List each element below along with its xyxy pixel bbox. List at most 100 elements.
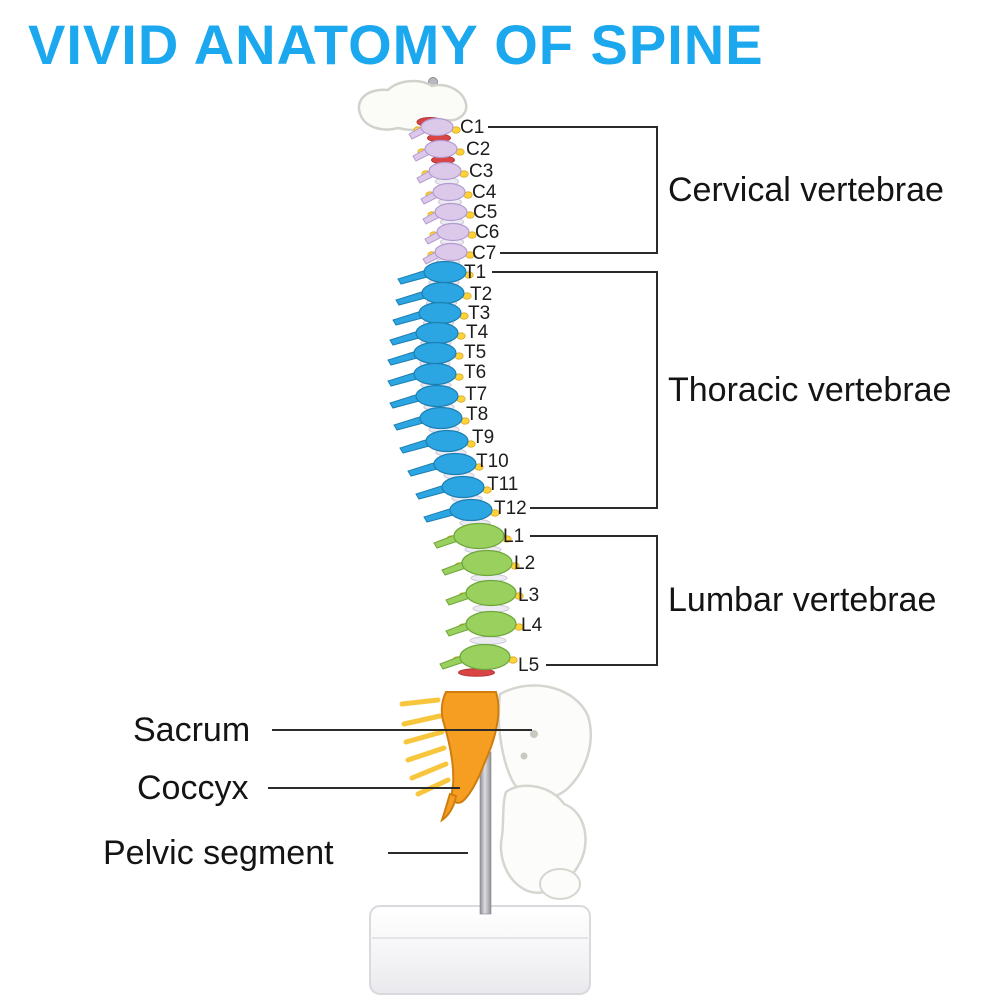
femur-head (499, 784, 587, 894)
vertebra-body (449, 498, 493, 522)
atlas-disc (416, 117, 444, 127)
spinous-process (412, 145, 433, 162)
vertebra-label-c4: C4 (472, 182, 497, 203)
spinous-process (441, 559, 470, 576)
spinous-process (423, 506, 458, 523)
nerve-root (413, 126, 423, 134)
vertebra-body (418, 301, 462, 325)
disc-red (427, 133, 451, 143)
display-base (369, 905, 591, 995)
vertebra-body (434, 202, 468, 222)
vertebra-label-l2: L2 (514, 553, 536, 574)
nerve-root (442, 509, 452, 517)
nerve-root (416, 271, 426, 279)
disc (440, 217, 464, 227)
spinous-process (387, 370, 422, 387)
nerve-root (454, 562, 464, 570)
nerve-root (454, 373, 464, 381)
spinous-process (389, 392, 424, 409)
spinous-process (422, 248, 443, 265)
disc (425, 298, 458, 308)
mount-screw-head (428, 77, 438, 87)
nerve-root (451, 126, 461, 134)
sacral-nerve-fringe (405, 745, 447, 763)
vertebra-label-c3: C3 (469, 161, 494, 182)
disc-red (458, 668, 495, 677)
nerve-root (459, 170, 469, 178)
occipital-bone (357, 79, 468, 132)
nerve-root (408, 395, 418, 403)
vertebra-label-t1: T1 (464, 262, 487, 283)
disc (459, 518, 491, 528)
disc (435, 177, 459, 186)
nerve-root (425, 191, 435, 199)
spinous-process (416, 167, 437, 184)
vertebra-body (424, 139, 458, 159)
sacrum-bone (440, 691, 500, 804)
spinous-process (395, 289, 430, 306)
nerve-root (452, 656, 462, 664)
vertebra-body (453, 522, 505, 550)
vertebra-body (413, 341, 457, 365)
nerve-root (417, 148, 427, 156)
thoracic-section-label: Thoracic vertebrae (668, 371, 952, 409)
spinous-process (439, 653, 468, 670)
sacrum-label: Sacrum (133, 711, 251, 749)
nerve-root (412, 417, 422, 425)
spinous-process (399, 437, 434, 454)
vertebra-body (436, 222, 470, 242)
vertebra-label-l4: L4 (521, 615, 543, 636)
vertebra-body (465, 610, 517, 638)
disc (470, 573, 508, 583)
disc-red (431, 155, 455, 165)
nerve-root (421, 170, 431, 178)
vertebra-label-t7: T7 (465, 384, 488, 405)
disc (428, 278, 460, 287)
spinous-process (445, 589, 474, 606)
nerve-root (458, 623, 468, 631)
vertebra-body (441, 475, 485, 499)
nerve-root (459, 312, 469, 320)
vertebra-body (421, 281, 465, 305)
spinous-process (424, 228, 445, 245)
vertebra-label-t8: T8 (466, 404, 489, 425)
vertebra-body (415, 321, 459, 345)
nerve-root (427, 251, 437, 259)
disc (428, 425, 460, 434)
disc (438, 197, 462, 207)
nerve-root (418, 440, 428, 448)
vertebra-body (420, 117, 454, 137)
vertebra-label-c2: C2 (466, 139, 491, 160)
pelvic-segment-bones (497, 684, 592, 900)
nerve-root (411, 312, 421, 320)
coccyx-label: Coccyx (137, 769, 249, 807)
lumbar-bracket (530, 535, 658, 666)
sacral-nerve-fringe (399, 697, 441, 707)
vertebra-label-t2: T2 (470, 284, 493, 305)
vertebra-body (434, 242, 468, 262)
spinous-process (408, 123, 429, 140)
cervical-section-label: Cervical vertebrae (668, 171, 944, 209)
iliac-bone (497, 684, 592, 800)
vertebra-body (461, 549, 513, 577)
sacral-nerve-fringe (403, 729, 445, 745)
vertebra-body (425, 429, 469, 453)
nerve-root (406, 352, 416, 360)
disc (420, 338, 452, 348)
vertebra-body (433, 452, 477, 476)
thoracic-bracket (492, 271, 658, 509)
disc (419, 359, 451, 368)
vertebra-label-c7: C7 (472, 243, 497, 264)
vertebra-label-l5: L5 (518, 655, 540, 676)
nerve-root (456, 332, 466, 340)
vertebra-label-c1: C1 (460, 117, 485, 138)
spinous-process (433, 532, 462, 549)
vertebra-label-t12: T12 (494, 498, 527, 519)
nerve-root (455, 148, 465, 156)
sacral-nerve-fringe (415, 777, 451, 797)
disc (423, 402, 455, 412)
vertebra-label-t11: T11 (487, 474, 519, 495)
support-rod (479, 751, 492, 915)
nerve-root (446, 535, 456, 543)
